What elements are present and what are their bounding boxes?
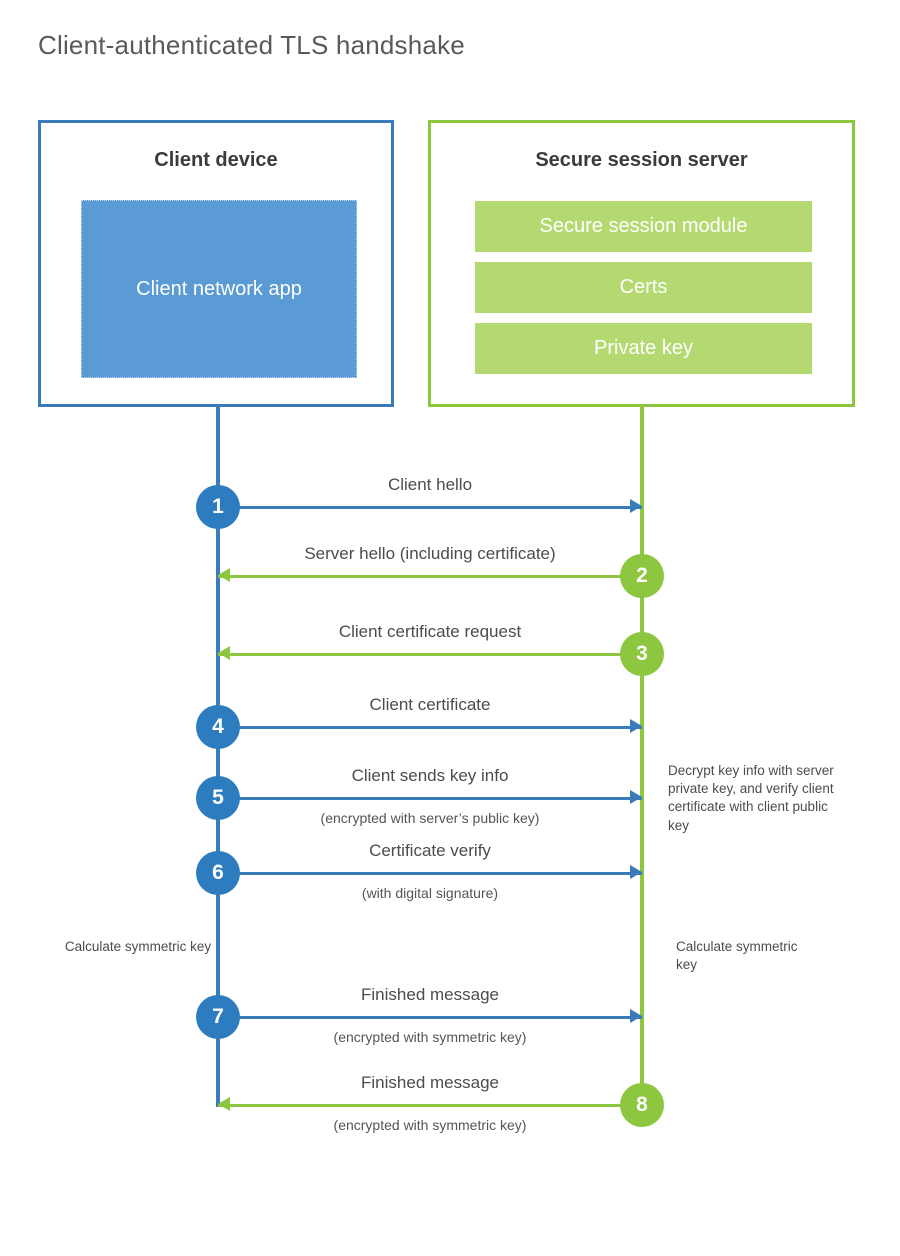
step-circle-7[interactable]: 7 <box>196 995 240 1039</box>
message-arrow-line-2 <box>218 575 642 578</box>
message-arrow-head-7 <box>630 1009 642 1023</box>
message-arrow-line-7 <box>218 1016 642 1019</box>
client-device-box: Client device Client network app <box>38 120 394 407</box>
message-label-6: Certificate verify <box>369 841 491 860</box>
secure-session-server-title: Secure session server <box>535 149 748 171</box>
message-arrow-head-1 <box>630 499 642 513</box>
client-calculate-symmetric-key-note: Calculate symmetric key <box>64 939 212 954</box>
step-circle-3[interactable]: 3 <box>620 632 664 676</box>
message-arrow-head-2 <box>218 568 230 582</box>
step-circle-4[interactable]: 4 <box>196 705 240 749</box>
step-circle-8[interactable]: 8 <box>620 1083 664 1127</box>
step-circle-2[interactable]: 2 <box>620 554 664 598</box>
message-arrow-line-6 <box>218 872 642 875</box>
message-arrow-head-3 <box>218 646 230 660</box>
message-arrow-head-8 <box>218 1097 230 1111</box>
client-network-app-block: Client network app <box>81 200 357 378</box>
message-sublabel-6: (with digital signature) <box>361 885 499 901</box>
server-calculate-symmetric-key-note: Calculate symmetric key <box>676 939 798 973</box>
message-label-1: Client hello <box>387 475 473 494</box>
message-label-8: Finished message <box>361 1073 499 1092</box>
message-label-4: Client certificate <box>369 695 491 714</box>
page-title: Client-authenticated TLS handshake <box>38 30 465 60</box>
message-arrow-head-6 <box>630 865 642 879</box>
server-decrypt-note: Decrypt key info with server private key… <box>668 763 834 833</box>
message-arrow-line-8 <box>218 1104 642 1107</box>
server-component-certs: Certs <box>475 262 812 313</box>
server-components-list: Secure session module Certs Private key <box>475 201 812 384</box>
message-arrow-line-1 <box>218 506 642 509</box>
message-label-7: Finished message <box>361 985 499 1004</box>
message-label-5: Client sends key info <box>351 766 509 785</box>
step-circle-1[interactable]: 1 <box>196 485 240 529</box>
message-sublabel-8: (encrypted with symmetric key) <box>333 1117 527 1133</box>
step-circle-6[interactable]: 6 <box>196 851 240 895</box>
secure-session-server-box: Secure session server Secure session mod… <box>428 120 855 407</box>
step-circle-5[interactable]: 5 <box>196 776 240 820</box>
client-lifeline <box>216 405 220 1107</box>
server-component-private-key: Private key <box>475 323 812 374</box>
message-arrow-line-3 <box>218 653 642 656</box>
server-component-secure-session-module: Secure session module <box>475 201 812 252</box>
client-device-title: Client device <box>154 149 278 171</box>
message-label-2: Server hello (including certificate) <box>304 544 556 563</box>
message-arrow-line-5 <box>218 797 642 800</box>
message-arrow-head-5 <box>630 790 642 804</box>
message-arrow-line-4 <box>218 726 642 729</box>
message-sublabel-5: (encrypted with server’s public key) <box>320 810 540 826</box>
server-lifeline <box>640 405 644 1107</box>
message-arrow-head-4 <box>630 719 642 733</box>
message-sublabel-7: (encrypted with symmetric key) <box>333 1029 527 1045</box>
message-label-3: Client certificate request <box>338 622 522 641</box>
